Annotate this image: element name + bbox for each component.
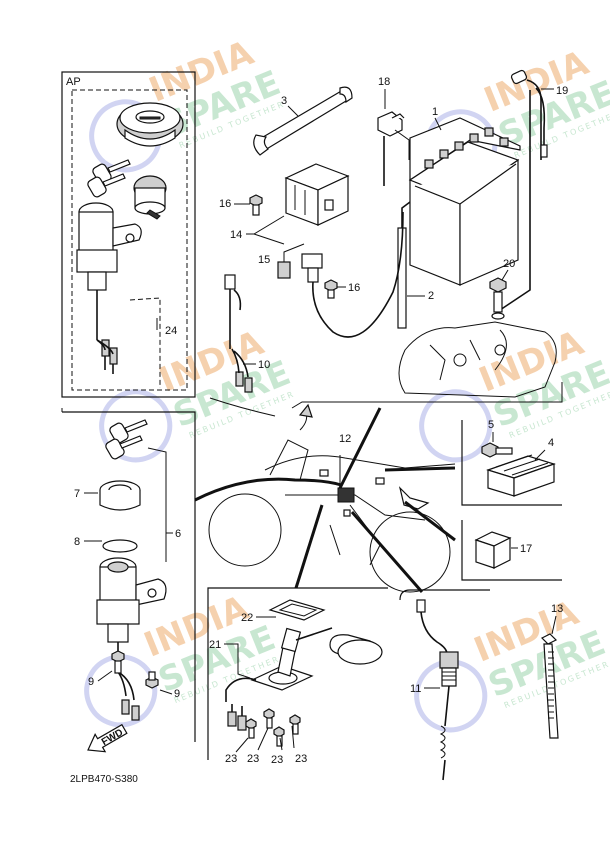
battery-area: 3 1 2 18 (253, 69, 568, 398)
relay-area: 16 14 15 16 10 (219, 163, 404, 393)
regulator-box: 5 4 (461, 419, 562, 506)
callout-17: 17 (520, 543, 532, 555)
callout-9-left: 9 (88, 676, 94, 688)
callout-18: 18 (378, 76, 390, 88)
callout-10: 10 (258, 359, 270, 371)
sensor-11 (416, 599, 459, 781)
fwd-label: FWD (100, 727, 125, 748)
callout-7: 7 (74, 488, 80, 500)
fuel-sender-box: 22 21 23 23 23 (207, 587, 388, 766)
callout-14: 14 (230, 229, 242, 241)
callout-23-d: 23 (295, 753, 307, 765)
callout-3: 3 (281, 95, 287, 107)
callout-15: 15 (258, 254, 270, 266)
callout-4: 4 (548, 437, 554, 449)
fuel-sender (225, 627, 383, 731)
regulator (486, 454, 556, 497)
callout-12: 12 (339, 433, 351, 445)
callout-8: 8 (74, 536, 80, 548)
screw-9-left (111, 650, 125, 674)
callout-16-top: 16 (219, 198, 231, 210)
main-switch-6 (96, 557, 167, 721)
callout-13: 13 (551, 603, 563, 615)
keys (87, 159, 131, 198)
ap-label: AP (66, 76, 81, 88)
diagram-code: 2LPB470-S380 (70, 774, 138, 785)
o-ring-8 (102, 539, 138, 553)
callout-2: 2 (428, 290, 434, 302)
connection-lines (194, 407, 456, 593)
leader-line (209, 397, 276, 417)
main-switch (76, 202, 142, 374)
wire-lead-10 (224, 274, 253, 393)
leader-line (291, 382, 563, 409)
bolt-20 (489, 277, 507, 320)
callout-9-right: 9 (174, 688, 180, 700)
callout-22: 22 (241, 612, 253, 624)
callout-1: 1 (432, 106, 438, 118)
relay-17 (474, 531, 512, 569)
engine-block (398, 321, 557, 398)
callout-5: 5 (488, 419, 494, 431)
cable-tie-13 (540, 633, 559, 739)
gasket-22 (268, 599, 326, 621)
callout-23-b: 23 (247, 753, 259, 765)
relay-17-box: 17 (461, 520, 562, 581)
callout-19: 19 (556, 85, 568, 97)
screw-9-right (145, 671, 159, 689)
lock-cylinder (133, 175, 167, 220)
bike-silhouette (208, 403, 456, 593)
bolt-16-top (249, 194, 263, 216)
relay (284, 163, 350, 226)
terminal-cover (377, 111, 405, 186)
bolt-5 (481, 442, 513, 458)
key-set (105, 419, 167, 562)
connector-relay (301, 211, 404, 338)
callout-16-bottom: 16 (348, 282, 360, 294)
positive-cable (499, 69, 548, 311)
fuse-holder (277, 243, 305, 279)
bolt-16-bottom (324, 279, 338, 299)
ap-box: AP (61, 71, 196, 398)
sensor-box: 11 (399, 589, 490, 781)
watermark: INDIA SPARE REBUILD TOGETHER (89, 33, 286, 173)
callout-23-c: 23 (271, 754, 283, 766)
callout-24: 24 (165, 325, 177, 337)
callout-20: 20 (503, 258, 515, 270)
battery (408, 117, 521, 286)
screws-23 (245, 708, 301, 747)
callout-21: 21 (209, 639, 221, 651)
watermark: INDIA SPARE REBUILD TOGETHER (414, 593, 610, 733)
leader-line (551, 615, 557, 635)
callout-23-a: 23 (225, 753, 237, 765)
callout-6: 6 (175, 528, 181, 540)
fwd-arrow: FWD (87, 723, 128, 753)
fuel-cap (116, 102, 184, 147)
battery-strap (253, 86, 353, 156)
seal-cap-7 (99, 480, 141, 511)
callout-11: 11 (410, 683, 421, 695)
